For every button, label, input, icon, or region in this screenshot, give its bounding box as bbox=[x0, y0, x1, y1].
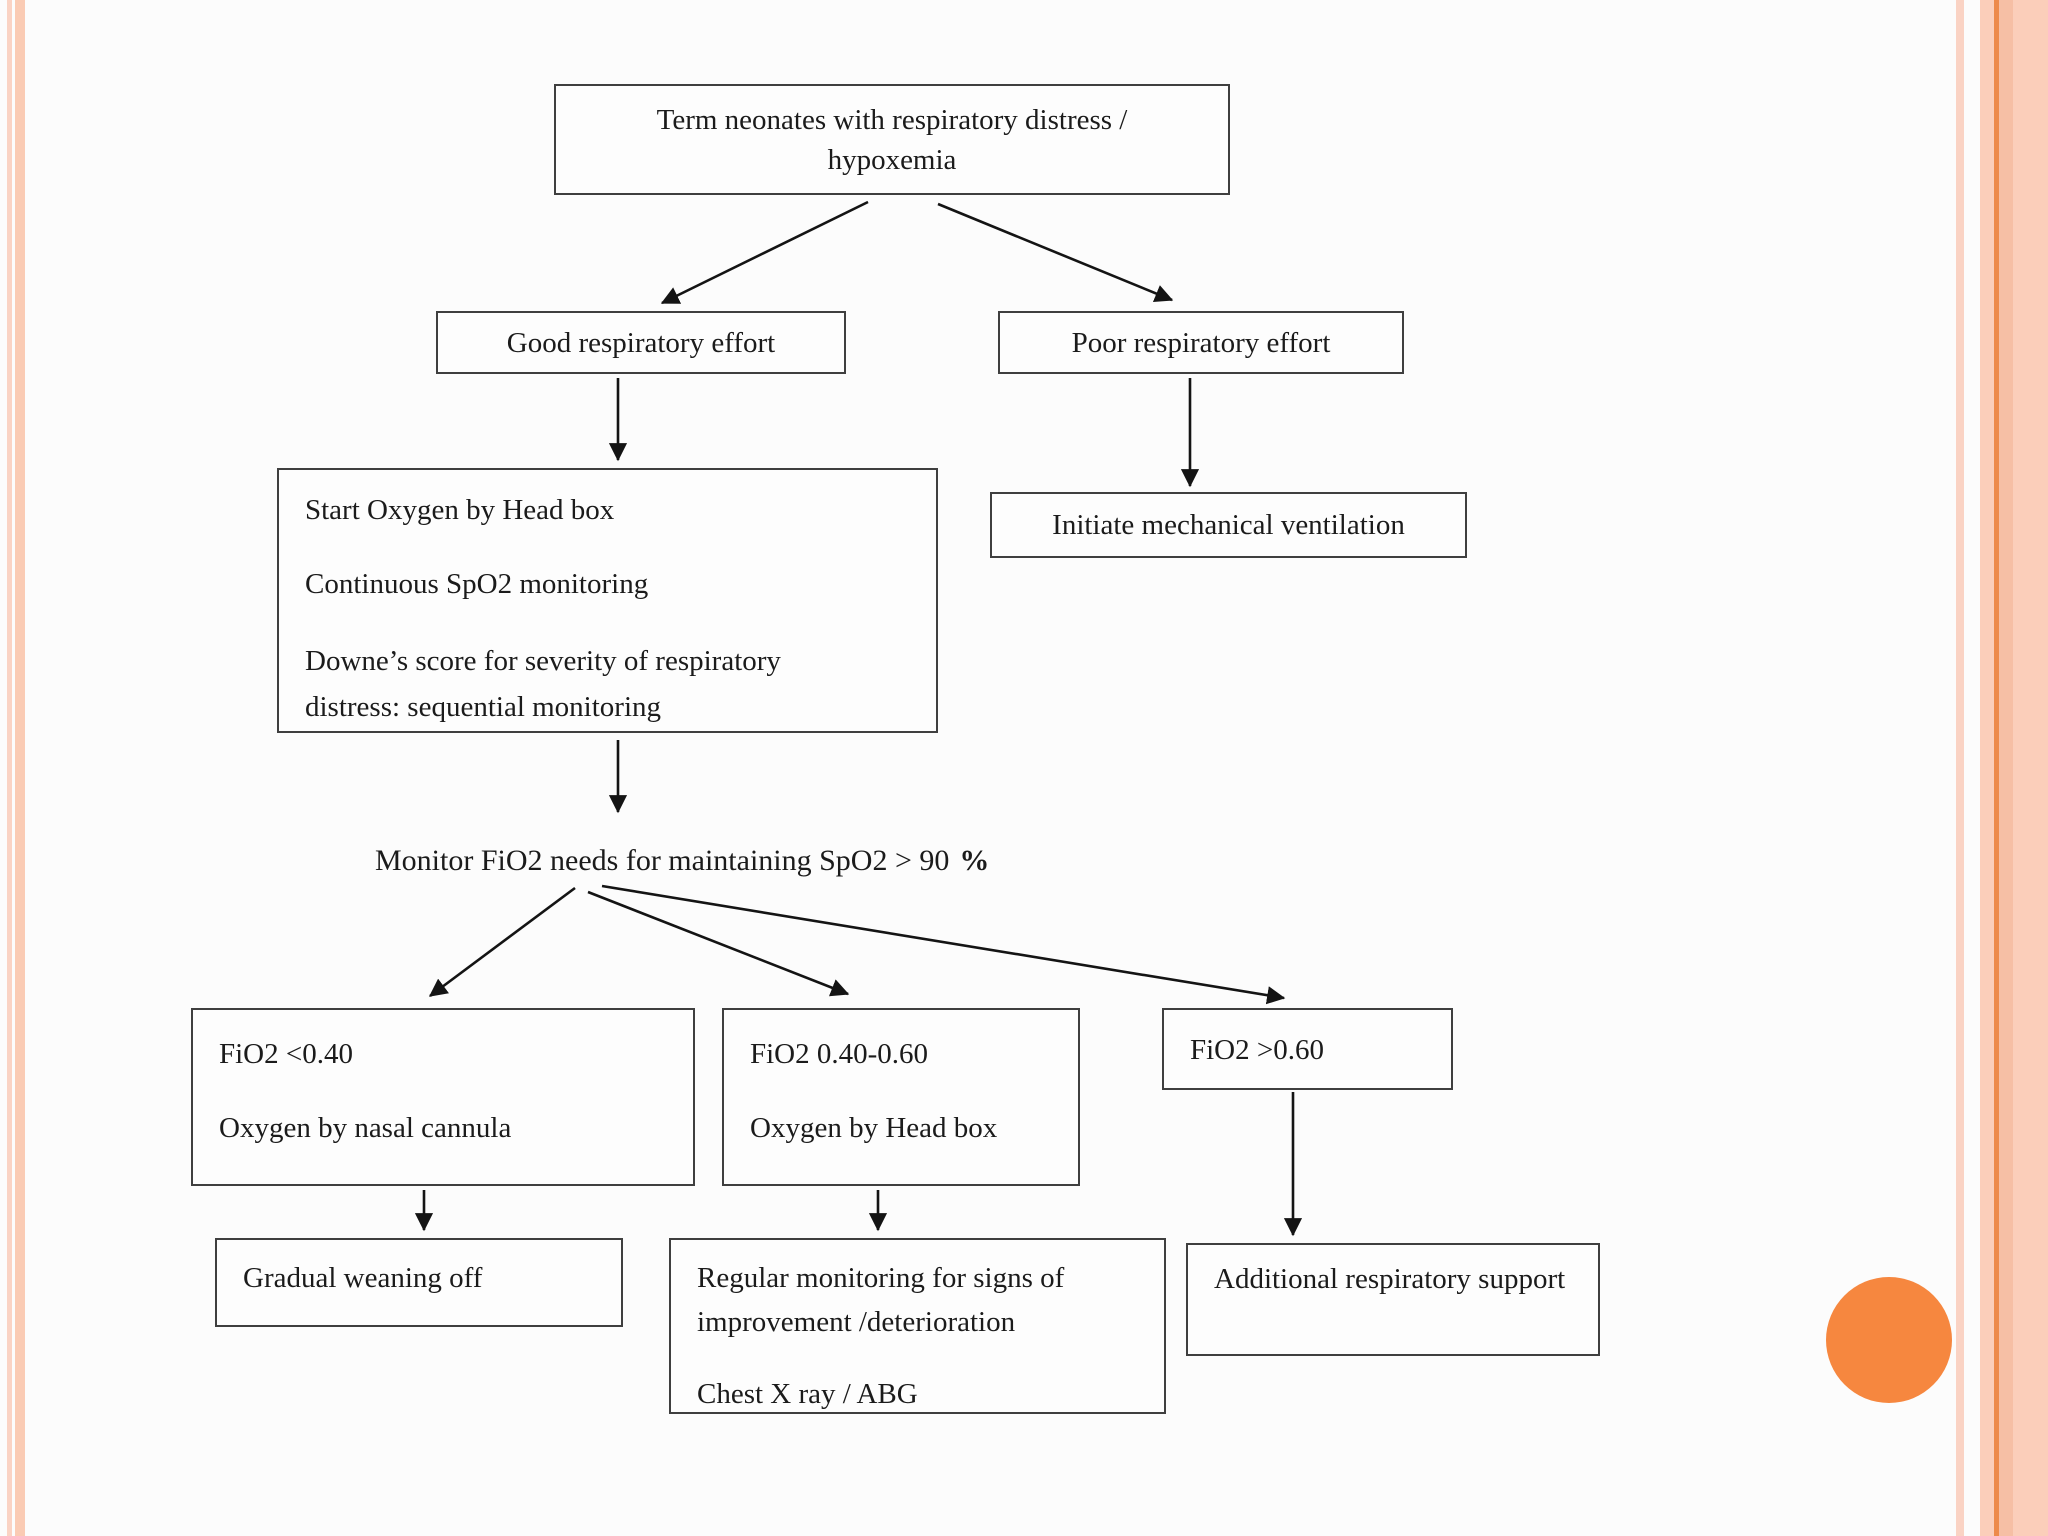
title-line-2: hypoxemia bbox=[827, 143, 957, 176]
flow-node-start-oxygen-headbox: Start Oxygen by Head box Continuous SpO2… bbox=[277, 468, 938, 733]
poor-effort-label: Poor respiratory effort bbox=[1071, 326, 1331, 359]
flow-node-fio2-040-060: FiO2 0.40-0.60 Oxygen by Head box bbox=[722, 1008, 1080, 1186]
fio2-high-line-1: FiO2 >0.60 bbox=[1190, 1034, 1324, 1066]
flow-node-additional-support: Additional respiratory support bbox=[1186, 1243, 1600, 1356]
flow-node-gradual-weaning: Gradual weaning off bbox=[215, 1238, 623, 1327]
fio2-low-line-2: Oxygen by nasal cannula bbox=[219, 1112, 512, 1144]
title-line-1: Term neonates with respiratory distress … bbox=[656, 103, 1128, 136]
headbox-line-3: Downe’s score for severity of respirator… bbox=[305, 645, 781, 723]
arrow-monitor-to-fio2mid bbox=[587, 890, 850, 997]
weaning-label: Gradual weaning off bbox=[243, 1262, 483, 1294]
right-border-band-shade bbox=[1999, 0, 2013, 1536]
monitor-fio2-label: Monitor FiO2 needs for maintaining SpO2 … bbox=[375, 844, 950, 877]
good-effort-label: Good respiratory effort bbox=[506, 326, 776, 359]
additional-label: Additional respiratory support bbox=[1214, 1263, 1566, 1295]
flow-node-term-neonates: Term neonates with respiratory distress … bbox=[554, 84, 1230, 195]
left-border-stripe-thin bbox=[7, 0, 12, 1536]
right-border-band-line bbox=[1994, 0, 1999, 1536]
fio2-mid-line-2: Oxygen by Head box bbox=[750, 1112, 998, 1144]
flow-node-poor-respiratory-effort: Poor respiratory effort bbox=[998, 311, 1404, 374]
monitor-fio2-text: Monitor FiO2 needs for maintaining SpO2 … bbox=[375, 842, 1135, 880]
accent-circle-decoration bbox=[1826, 1277, 1952, 1403]
flow-node-fio2-below-040: FiO2 <0.40 Oxygen by nasal cannula bbox=[191, 1008, 695, 1186]
flow-node-regular-monitoring: Regular monitoring for signs of improvem… bbox=[669, 1238, 1166, 1414]
headbox-line-1: Start Oxygen by Head box bbox=[305, 494, 615, 526]
mech-vent-label: Initiate mechanical ventilation bbox=[1052, 509, 1405, 541]
monitor-fio2-percent: % bbox=[959, 844, 990, 877]
flow-node-fio2-above-060: FiO2 >0.60 bbox=[1162, 1008, 1453, 1090]
arrow-monitor-to-fio2low bbox=[428, 886, 576, 998]
fio2-low-line-1: FiO2 <0.40 bbox=[219, 1038, 353, 1070]
flow-node-good-respiratory-effort: Good respiratory effort bbox=[436, 311, 846, 374]
regular-line-1: Regular monitoring for signs of bbox=[697, 1262, 1065, 1294]
arrow-monitor-to-fio2high bbox=[601, 884, 1286, 1005]
regular-line-3: Chest X ray / ABG bbox=[697, 1378, 918, 1410]
fio2-mid-line-1: FiO2 0.40-0.60 bbox=[750, 1038, 929, 1070]
headbox-line-2: Continuous SpO2 monitoring bbox=[305, 568, 649, 600]
flow-node-mechanical-ventilation: Initiate mechanical ventilation bbox=[990, 492, 1467, 558]
arrow-root-to-poor bbox=[937, 202, 1174, 303]
right-border-stripe-thin bbox=[1956, 0, 1964, 1536]
arrow-root-to-good bbox=[660, 200, 869, 305]
right-border-band bbox=[1980, 0, 2048, 1536]
regular-line-2: improvement /deterioration bbox=[697, 1306, 1016, 1338]
left-border-stripe-wide bbox=[15, 0, 25, 1536]
